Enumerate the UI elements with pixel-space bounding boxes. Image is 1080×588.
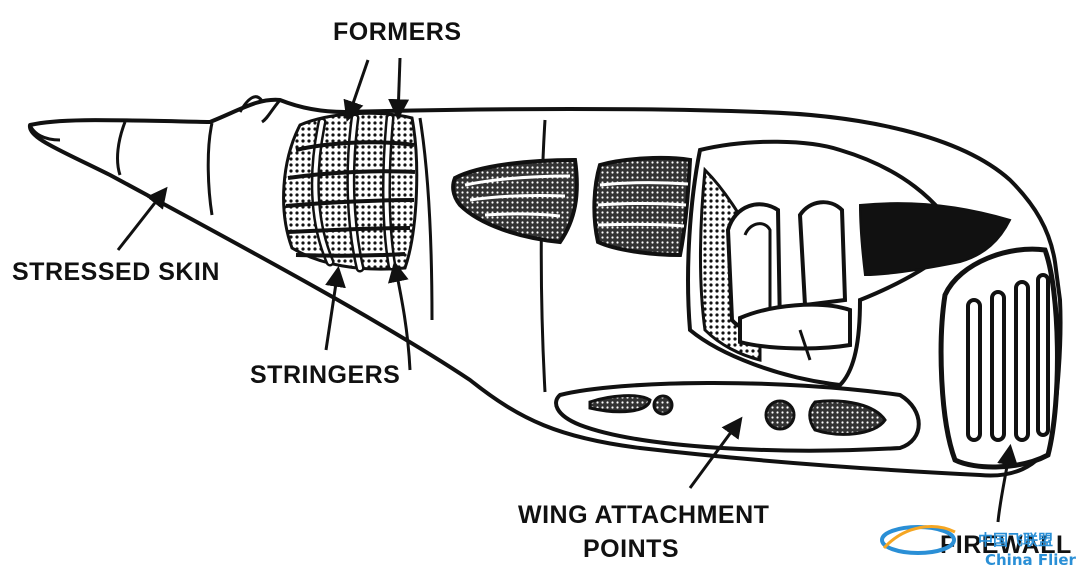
- internal-structure: [282, 111, 419, 273]
- watermark-text-en: China Flier: [985, 551, 1077, 569]
- firewall-label: FIREWALL: [940, 531, 1072, 559]
- stringers-leader-left: [324, 265, 346, 351]
- stressed-skin-leader: [116, 186, 168, 251]
- leader-lines: [116, 57, 1018, 523]
- rear-window: [451, 157, 579, 245]
- stressed-skin-label: STRESSED SKIN: [12, 258, 220, 286]
- wing-attachment-label-line1: WING ATTACHMENT: [518, 501, 769, 529]
- watermark-text-cn: 中国飞联盟: [978, 531, 1053, 549]
- cabin-section-line: [418, 117, 547, 393]
- stringers-leader-right: [387, 260, 412, 371]
- cockpit-opening: [686, 139, 1012, 388]
- wing-attachment-label-line2: POINTS: [583, 535, 679, 563]
- formers-leader-left: [343, 59, 370, 122]
- formers-leader-right: [388, 57, 410, 121]
- middle-window: [592, 155, 693, 258]
- wing-attachment-leader: [688, 416, 743, 489]
- firewall-leader: [996, 443, 1018, 523]
- china-flier-watermark: 中国飞联盟 China Flier: [880, 525, 1077, 569]
- firewall-panel: [938, 246, 1060, 470]
- formers-label: FORMERS: [333, 18, 462, 46]
- tail-cone-sections: [28, 95, 282, 216]
- stringers-label: STRINGERS: [250, 361, 400, 389]
